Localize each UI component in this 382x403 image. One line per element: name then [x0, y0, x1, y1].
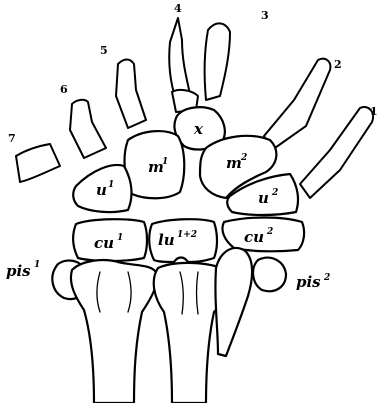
bone-m2-label: m	[226, 154, 242, 172]
digit-number-3: 3	[261, 9, 269, 22]
bone-m1-sup: 1	[162, 157, 168, 167]
bone-cu2-sup: 2	[266, 227, 273, 237]
bone-u1-label: u	[96, 181, 107, 199]
bone-m1: m 1	[125, 131, 185, 198]
bone-pis2-label: pis	[296, 273, 321, 291]
bone-lu-label: lu	[158, 231, 175, 249]
bone-cu2: cu 2	[222, 218, 304, 252]
bone-u2-label: u	[258, 189, 269, 207]
bone-pis1-sup: 1	[34, 260, 40, 270]
digit-6	[70, 100, 106, 158]
digit-number-4: 4	[174, 2, 182, 15]
bone-cu1-sup: 1	[117, 233, 123, 243]
digit-4	[169, 18, 198, 112]
bone-pis2	[253, 258, 286, 292]
digit-number-2: 2	[334, 58, 342, 71]
bone-cu1: cu 1	[73, 219, 147, 261]
bone-cu1-label: cu	[94, 234, 114, 252]
digit-number-1: 1	[370, 105, 378, 118]
ulna	[71, 260, 157, 403]
digit-5	[116, 60, 146, 129]
digit-number-7: 7	[8, 132, 16, 145]
bone-pis1-label: pis	[6, 262, 31, 280]
digit-2	[264, 59, 330, 150]
intermedium-bone	[215, 248, 252, 356]
digit-1	[300, 107, 373, 198]
digit-number-5: 5	[100, 44, 108, 57]
bone-lu-sup: 1+2	[177, 230, 197, 240]
bone-x-label: x	[193, 120, 204, 138]
bone-m2-sup: 2	[240, 153, 247, 163]
bone-u1: u 1	[73, 165, 131, 212]
bone-lu: lu 1+2	[149, 219, 217, 262]
digit-7	[16, 144, 60, 182]
bone-cu2-label: cu	[244, 228, 264, 246]
bone-pis2-sup: 2	[323, 273, 330, 283]
bone-u2-sup: 2	[271, 188, 278, 198]
digit-3	[205, 23, 230, 100]
digit-number-6: 6	[60, 83, 68, 96]
bone-u1-sup: 1	[108, 180, 114, 190]
